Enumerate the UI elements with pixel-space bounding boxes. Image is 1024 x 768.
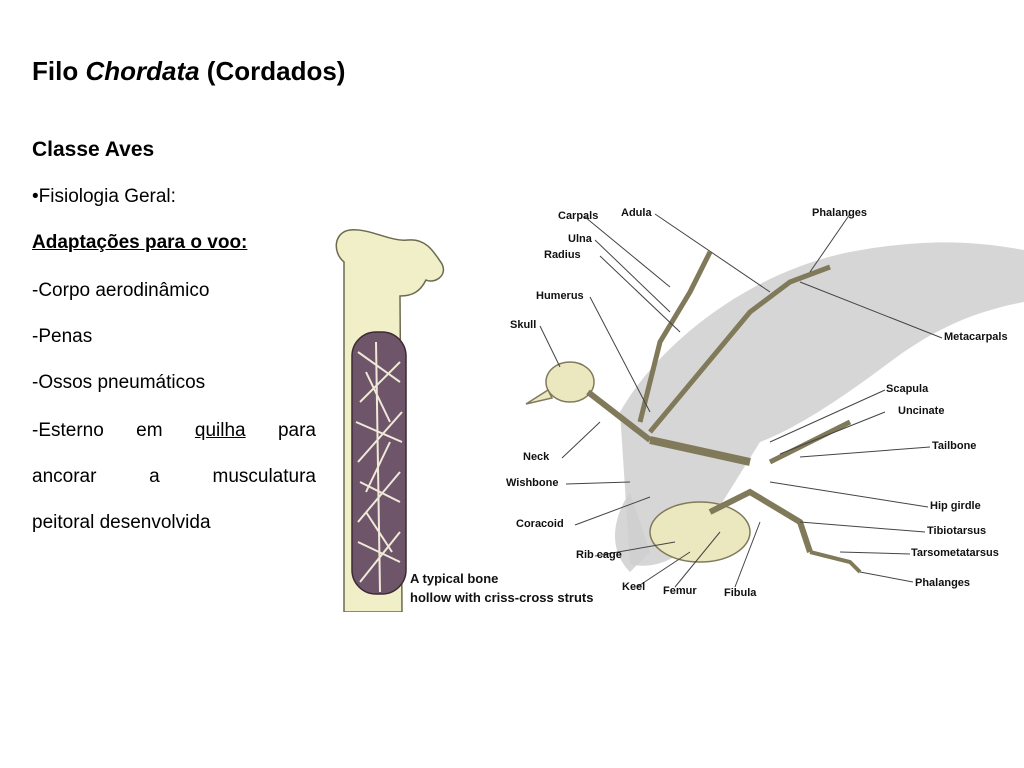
label-hip-girdle: Hip girdle [930, 500, 981, 512]
adaptation-item: -Corpo aerodinâmico [32, 280, 210, 301]
label-keel: Keel [622, 581, 645, 593]
adaptation-item-line: peitoral desenvolvida [32, 512, 211, 533]
label-neck: Neck [523, 451, 550, 463]
label-humerus: Humerus [536, 290, 584, 302]
adaptation-item-line: -Esterno em quilha para [32, 420, 316, 442]
label-coracoid: Coracoid [516, 518, 564, 530]
label-uncinate: Uncinate [898, 405, 944, 417]
word: para [277, 420, 316, 441]
label-ulna: Ulna [568, 233, 593, 245]
slide-title: Filo Chordata (Cordados) [32, 56, 345, 87]
label-phalanges-top: Phalanges [812, 207, 867, 219]
label-wishbone: Wishbone [506, 477, 558, 489]
label-femur: Femur [663, 585, 697, 597]
bird-skeleton-figure: Carpals Adula Phalanges Ulna Radius Hume… [330, 192, 1024, 612]
figure-svg: Carpals Adula Phalanges Ulna Radius Hume… [335, 207, 1024, 612]
word: -Esterno [32, 420, 104, 441]
class-heading: Classe Aves [32, 138, 155, 161]
label-tarsometatarsus: Tarsometatarsus [911, 547, 999, 559]
fisiologia-bullet: •Fisiologia Geral: [32, 186, 176, 207]
label-fibula: Fibula [724, 587, 757, 599]
word: musculatura [212, 466, 317, 487]
adaptation-item-line: ancorar a musculatura [32, 466, 316, 488]
label-scapula: Scapula [886, 383, 929, 395]
label-rib-cage: Rib cage [576, 549, 622, 561]
adaptations-heading: Adaptações para o voo: [32, 232, 248, 253]
label-metacarpals: Metacarpals [944, 331, 1008, 343]
label-leader-lines [539, 213, 943, 588]
title-prefix: Filo [32, 56, 86, 86]
bone-caption-line1: A typical bone [410, 571, 498, 586]
adaptation-item: -Ossos pneumáticos [32, 372, 206, 393]
wing-shadow [620, 242, 1024, 566]
label-phalanges-bottom: Phalanges [915, 577, 970, 589]
label-radius: Radius [544, 249, 581, 261]
title-italic: Chordata [85, 56, 200, 86]
word: a [149, 466, 160, 487]
label-tibiotarsus: Tibiotarsus [927, 525, 986, 537]
label-carpals: Carpals [558, 210, 598, 222]
hollow-bone-illustration [335, 229, 445, 612]
label-skull: Skull [510, 319, 536, 331]
adaptation-item: -Penas [32, 326, 93, 347]
word: ancorar [32, 466, 97, 487]
word-quilha: quilha [194, 420, 246, 441]
label-adula: Adula [621, 207, 652, 219]
title-suffix: (Cordados) [199, 56, 346, 86]
bird-skeleton [525, 250, 862, 574]
word: em [136, 420, 163, 441]
bone-caption-line2: hollow with criss-cross struts [410, 590, 594, 605]
label-tailbone: Tailbone [932, 440, 976, 452]
